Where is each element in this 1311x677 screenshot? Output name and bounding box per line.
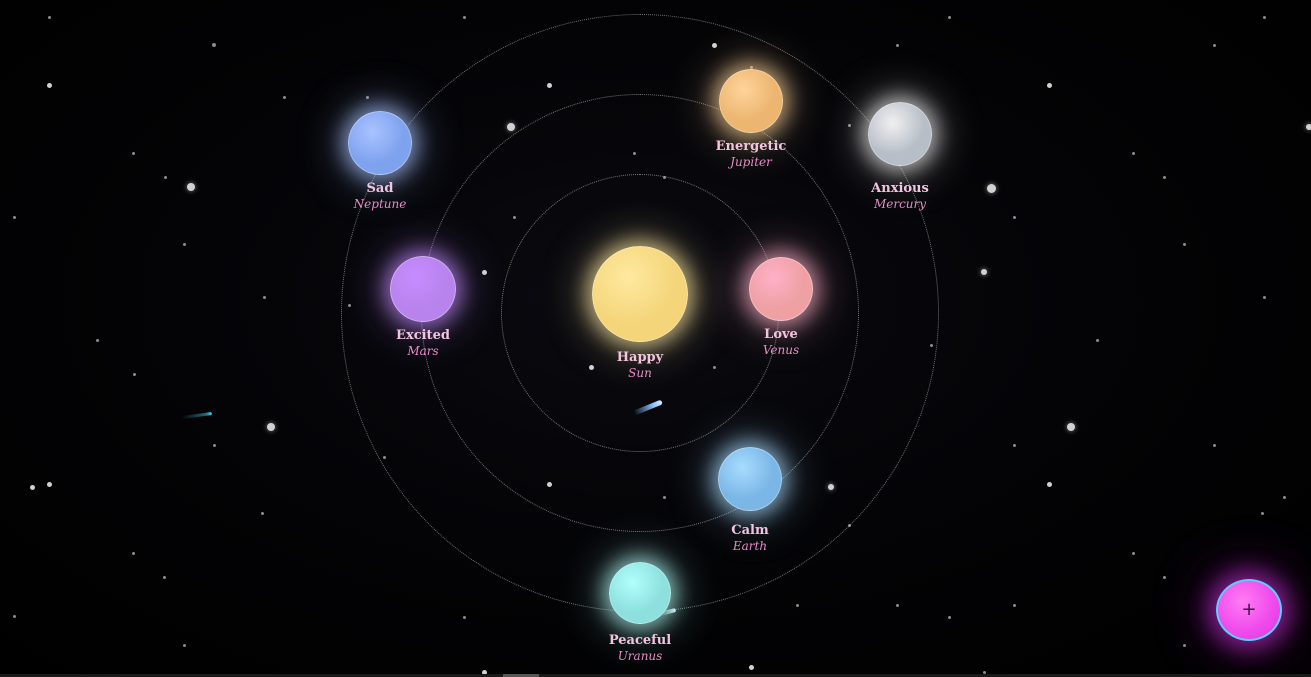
planet-name: Uranus (617, 649, 663, 663)
star (212, 43, 216, 47)
mood-label: Happy (616, 350, 664, 365)
star (131, 151, 135, 155)
star (1212, 443, 1216, 447)
star (282, 95, 286, 99)
star (1182, 242, 1186, 246)
planet-uranus[interactable]: Peaceful Uranus (580, 562, 700, 664)
star (12, 614, 16, 618)
star (947, 15, 951, 19)
star (947, 615, 951, 619)
star (462, 615, 466, 619)
star (1162, 575, 1166, 579)
star (95, 338, 99, 342)
star (1095, 338, 1099, 342)
star (1182, 643, 1186, 647)
star (1046, 481, 1052, 487)
star (462, 15, 466, 19)
planet-name: Earth (732, 539, 768, 553)
star (212, 443, 216, 447)
star (47, 15, 51, 19)
mood-label: Calm (731, 523, 769, 538)
star (187, 183, 195, 191)
star (895, 603, 899, 607)
planet-name: Venus (762, 343, 800, 357)
mood-label: Energetic (715, 139, 787, 154)
star (1131, 551, 1135, 555)
star (981, 269, 987, 275)
star (1162, 175, 1166, 179)
star (1012, 603, 1016, 607)
star (262, 295, 266, 299)
add-mood-button[interactable]: + (1216, 579, 1282, 641)
jupiter-orb[interactable] (719, 69, 783, 133)
star (982, 670, 986, 674)
plus-icon: + (1241, 599, 1257, 620)
star (1212, 43, 1216, 47)
sun-orb[interactable] (592, 246, 688, 342)
mood-label: Love (764, 327, 798, 342)
planet-venus[interactable]: Love Venus (721, 257, 841, 358)
star (162, 575, 166, 579)
mood-label: Anxious (871, 181, 929, 196)
star (131, 551, 135, 555)
star (46, 82, 52, 88)
mars-orb[interactable] (390, 256, 456, 322)
star (1012, 443, 1016, 447)
scrollbar-thumb[interactable] (503, 674, 539, 677)
star (481, 669, 487, 675)
mood-label: Excited (396, 328, 450, 343)
mood-label: Peaceful (608, 633, 672, 648)
star (46, 481, 52, 487)
star (1046, 82, 1052, 88)
star (986, 183, 996, 193)
star (163, 175, 167, 179)
planet-earth[interactable]: Calm Earth (690, 447, 810, 554)
planet-name: Sun (628, 366, 652, 380)
star (365, 95, 369, 99)
planet-jupiter[interactable]: Energetic Jupiter (691, 69, 811, 170)
venus-orb[interactable] (749, 257, 813, 321)
planet-name: Mercury (873, 197, 927, 211)
planet-sun[interactable]: Happy Sun (580, 246, 700, 381)
planet-mars[interactable]: Excited Mars (363, 256, 483, 359)
planet-mercury[interactable]: Anxious Mercury (840, 102, 960, 212)
star (795, 603, 799, 607)
star (1306, 124, 1311, 130)
star (12, 215, 16, 219)
star (1012, 215, 1016, 219)
star (267, 423, 275, 431)
star (182, 643, 186, 647)
star (132, 372, 136, 376)
neptune-orb[interactable] (348, 111, 412, 175)
star (29, 484, 35, 490)
planet-name: Jupiter (730, 155, 772, 169)
mercury-orb[interactable] (868, 102, 932, 166)
comet-left (181, 411, 213, 420)
star (1260, 511, 1264, 515)
planet-neptune[interactable]: Sad Neptune (320, 111, 440, 212)
earth-orb[interactable] (718, 447, 782, 511)
star (1282, 495, 1286, 499)
planet-name: Neptune (353, 197, 407, 211)
star (1131, 151, 1135, 155)
star (1262, 295, 1266, 299)
star (182, 242, 186, 246)
star (895, 43, 899, 47)
mood-label: Sad (366, 181, 394, 196)
planet-name: Mars (407, 344, 439, 358)
uranus-orb[interactable] (609, 562, 671, 624)
star (260, 511, 264, 515)
star (748, 664, 754, 670)
horizontal-scrollbar[interactable] (0, 674, 1311, 677)
star (1262, 15, 1266, 19)
star (1067, 423, 1075, 431)
